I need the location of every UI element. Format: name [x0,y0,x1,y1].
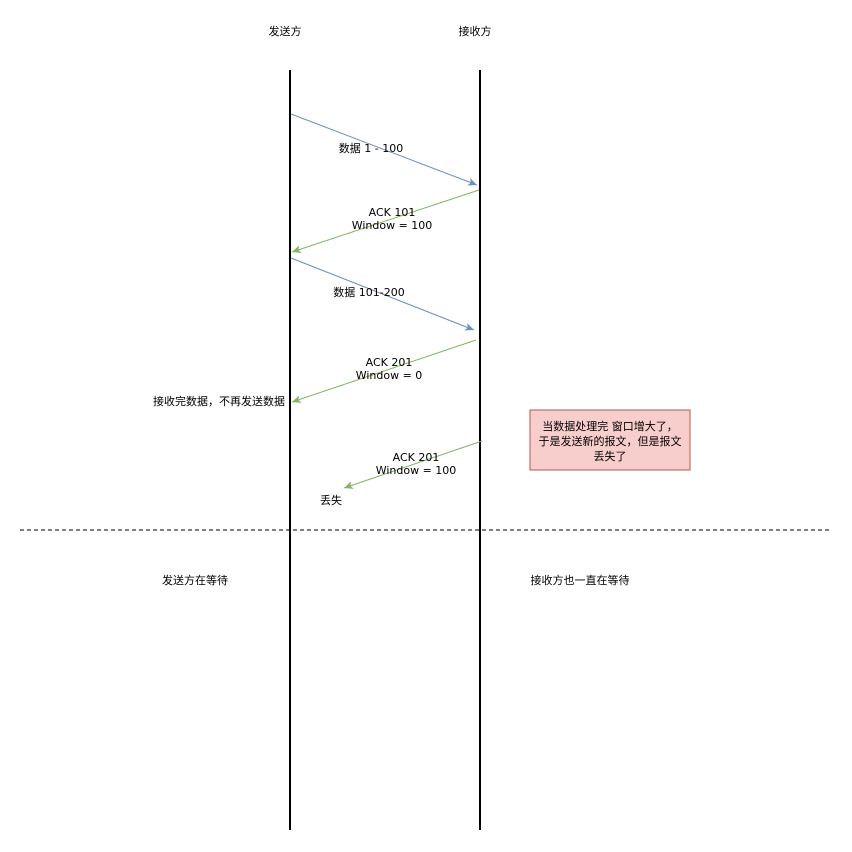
ack-label-1-line2: Window = 100 [352,219,433,232]
note-line-3: 丢失了 [594,450,627,463]
sender-waiting-label: 发送方在等待 [162,573,228,587]
lost-label: 丢失 [320,494,342,507]
receiver-waiting-label: 接收方也一直在等待 [531,573,630,587]
data-label-2: 数据 101-200 [333,285,404,299]
ack-label-1-line1: ACK 101 [369,206,416,219]
data-arrow-1 [290,113,478,186]
note-box [529,409,691,471]
ack-label-3-line1: ACK 201 [393,451,440,464]
ack-arrow-2 [291,339,477,403]
ack-label-3-line2: Window = 100 [376,464,457,477]
ack-arrow-1 [291,189,480,253]
note-line-2: 于是发送新的报文，但是报文 [539,434,682,448]
sender-title: 发送方 [269,24,302,38]
receiver-title: 接收方 [459,24,492,38]
ack-label-2-line1: ACK 201 [366,356,413,369]
sender-stop-label: 接收完数据，不再发送数据 [153,394,285,408]
data-arrow-2 [290,257,475,331]
ack-arrow-3-lost [343,440,483,489]
data-label-1: 数据 1 - 100 [339,141,403,155]
ack-label-2-line2: Window = 0 [356,369,423,382]
note-line-1: 当数据处理完 窗口增大了， [542,419,678,433]
